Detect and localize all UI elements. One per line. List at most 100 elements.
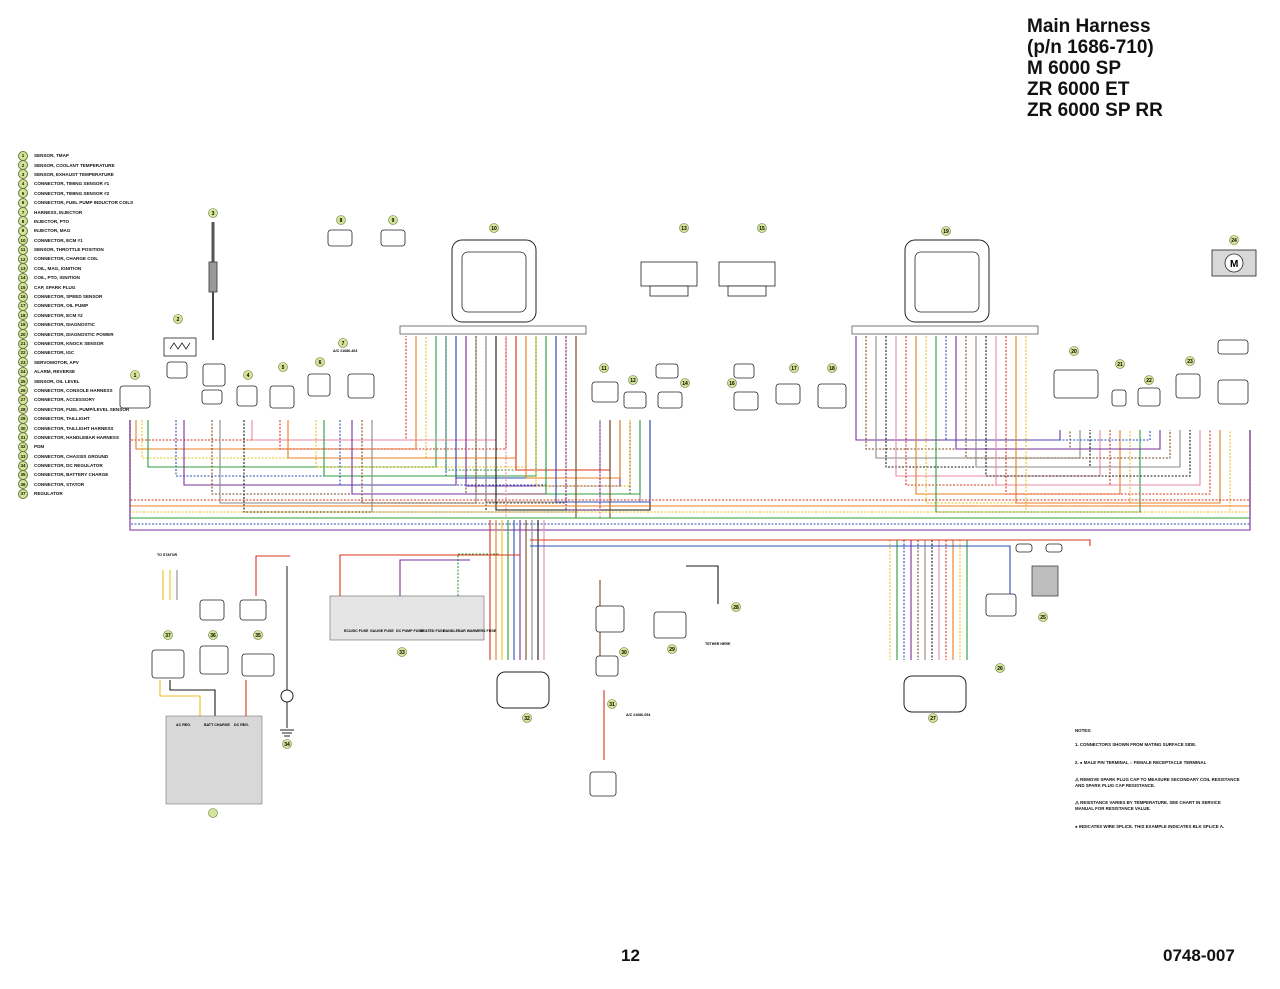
callout-circle — [1229, 235, 1239, 245]
connector-body — [307, 373, 331, 397]
wire — [455, 336, 611, 479]
callout-circle — [173, 314, 183, 324]
to-stator-label: TO STATOR — [157, 553, 178, 557]
callout-number: 17 — [791, 366, 797, 372]
ignition-coil-pto — [718, 261, 776, 297]
connector-body — [1053, 369, 1099, 399]
callout-marker: 25 — [1038, 612, 1048, 622]
legend-label: SENSOR, OIL LEVEL — [34, 378, 80, 384]
callout-marker: 27 — [928, 713, 938, 723]
console-harness-connector — [903, 675, 967, 713]
callout-number: 4 — [247, 373, 250, 379]
callout-circle — [1038, 612, 1048, 622]
connector-body — [1045, 543, 1063, 553]
diagram-title: Main Harness (p/n 1686-710) M 6000 SP ZR… — [1027, 16, 1163, 121]
wire — [135, 336, 417, 450]
callout-marker — [208, 808, 218, 818]
wire — [895, 336, 1101, 477]
callout-number: 25 — [1040, 615, 1046, 621]
wire — [465, 336, 621, 487]
callout-number: 16 — [729, 381, 735, 387]
wire — [535, 336, 631, 487]
connector-body — [653, 611, 687, 639]
callout-circle — [130, 370, 140, 380]
wire — [525, 336, 621, 479]
callout-number: 19 — [943, 229, 949, 235]
callout-number: 29 — [669, 647, 675, 653]
legend-label: ALARM, REVERSE — [34, 369, 76, 375]
wire — [169, 680, 216, 716]
connector-body — [623, 391, 647, 409]
regulator-term-batt: BATT CHARGE — [204, 723, 230, 727]
legend-label: CONNECTOR, KNOCK SENSOR — [34, 341, 104, 346]
callout-circle — [680, 378, 690, 388]
connector-body — [202, 363, 226, 387]
legend-number: 37 — [18, 488, 28, 499]
legend-label: SENSOR, THROTTLE POSITION — [34, 247, 104, 253]
callout-circle — [253, 630, 263, 640]
legend-label: SENSOR, EXHAUST TEMPERATURE — [34, 171, 114, 177]
legend-label: CONNECTOR, HANDLEBAR HARNESS — [34, 434, 119, 440]
component-group: M ECU/DC FUSE GAUGE FUSE DC PUMP FUSE HE… — [119, 222, 1257, 805]
callout-marker: 31 — [607, 699, 617, 709]
callout-number: 20 — [1071, 349, 1077, 355]
wire — [255, 555, 290, 596]
connector-body — [775, 383, 801, 405]
wire — [965, 336, 1171, 459]
callout-number: 22 — [1146, 378, 1152, 384]
wire — [323, 336, 537, 477]
connector-body — [327, 229, 353, 247]
wire — [129, 420, 1251, 513]
note-4: ⚠ RESISTANCE VARIES BY TEMPERATURE. SEE … — [1075, 800, 1221, 811]
apv-motor-symbol: M — [1230, 259, 1238, 270]
wire — [555, 336, 651, 503]
title-line-5: ZR 6000 SP RR — [1027, 100, 1163, 121]
wire — [530, 545, 1011, 596]
legend-label: CONNECTOR, ECM #1 — [34, 237, 83, 243]
callout-number: 28 — [733, 605, 739, 611]
callout-marker: 33 — [397, 647, 407, 657]
connector-body — [239, 599, 267, 621]
pdm-fuse-5: HANDLEBAR WARMERS FUSE — [443, 629, 497, 633]
taillight-harness-part-number: A/C #1686-054 — [626, 713, 650, 717]
wire — [445, 336, 601, 471]
connector-body — [1111, 389, 1127, 407]
wire — [686, 565, 719, 604]
callout-marker: 13 — [679, 223, 689, 233]
callout-marker: 10 — [489, 223, 499, 233]
callout-circle — [282, 739, 292, 749]
callout-circle — [336, 215, 346, 225]
callout-marker: 16 — [727, 378, 737, 388]
wire — [219, 336, 477, 504]
legend-label: COIL, MAG, IGNITION — [34, 265, 82, 271]
legend-label: REGULATOR — [34, 491, 63, 497]
legend-label: CONNECTOR, STATOR — [34, 481, 85, 487]
tether-note: TETHER HERE — [705, 642, 731, 646]
callout-marker: 18 — [827, 363, 837, 373]
callout-circle — [1144, 375, 1154, 385]
callout-marker: 29 — [667, 644, 677, 654]
pdm-fuse-3: DC PUMP FUSE — [396, 629, 424, 633]
wire — [530, 539, 1091, 546]
pdm-fuse-2: GAUGE FUSE — [370, 629, 394, 633]
notes-heading: NOTES: — [1075, 728, 1092, 733]
callout-circle — [278, 362, 288, 372]
coolant-sensor-graphic — [163, 337, 197, 357]
callout-circle — [208, 630, 218, 640]
callout-circle — [522, 713, 532, 723]
callout-marker: 12 — [628, 375, 638, 385]
legend-label: CONNECTOR, DIAGNOSTIC POWER — [34, 331, 114, 337]
legend-label: CONNECTOR, SPEED SENSOR — [34, 294, 103, 300]
wire — [885, 336, 1091, 468]
callout-number: 12 — [630, 378, 636, 384]
callout-circle — [789, 363, 799, 373]
pdm-box: ECU/DC FUSE GAUGE FUSE DC PUMP FUSE HEAT… — [329, 595, 497, 641]
callout-number: 3 — [212, 211, 215, 217]
callout-number: 34 — [284, 742, 290, 748]
callout-circle — [827, 363, 837, 373]
callout-circle — [338, 338, 348, 348]
note-3: ⚠ REMOVE SPARK PLUG CAP TO MEASURE SECON… — [1075, 777, 1240, 788]
regulator-term-ac: AC REG. — [176, 723, 191, 727]
title-line-3: M 6000 SP — [1027, 58, 1121, 79]
wire — [865, 336, 1071, 450]
